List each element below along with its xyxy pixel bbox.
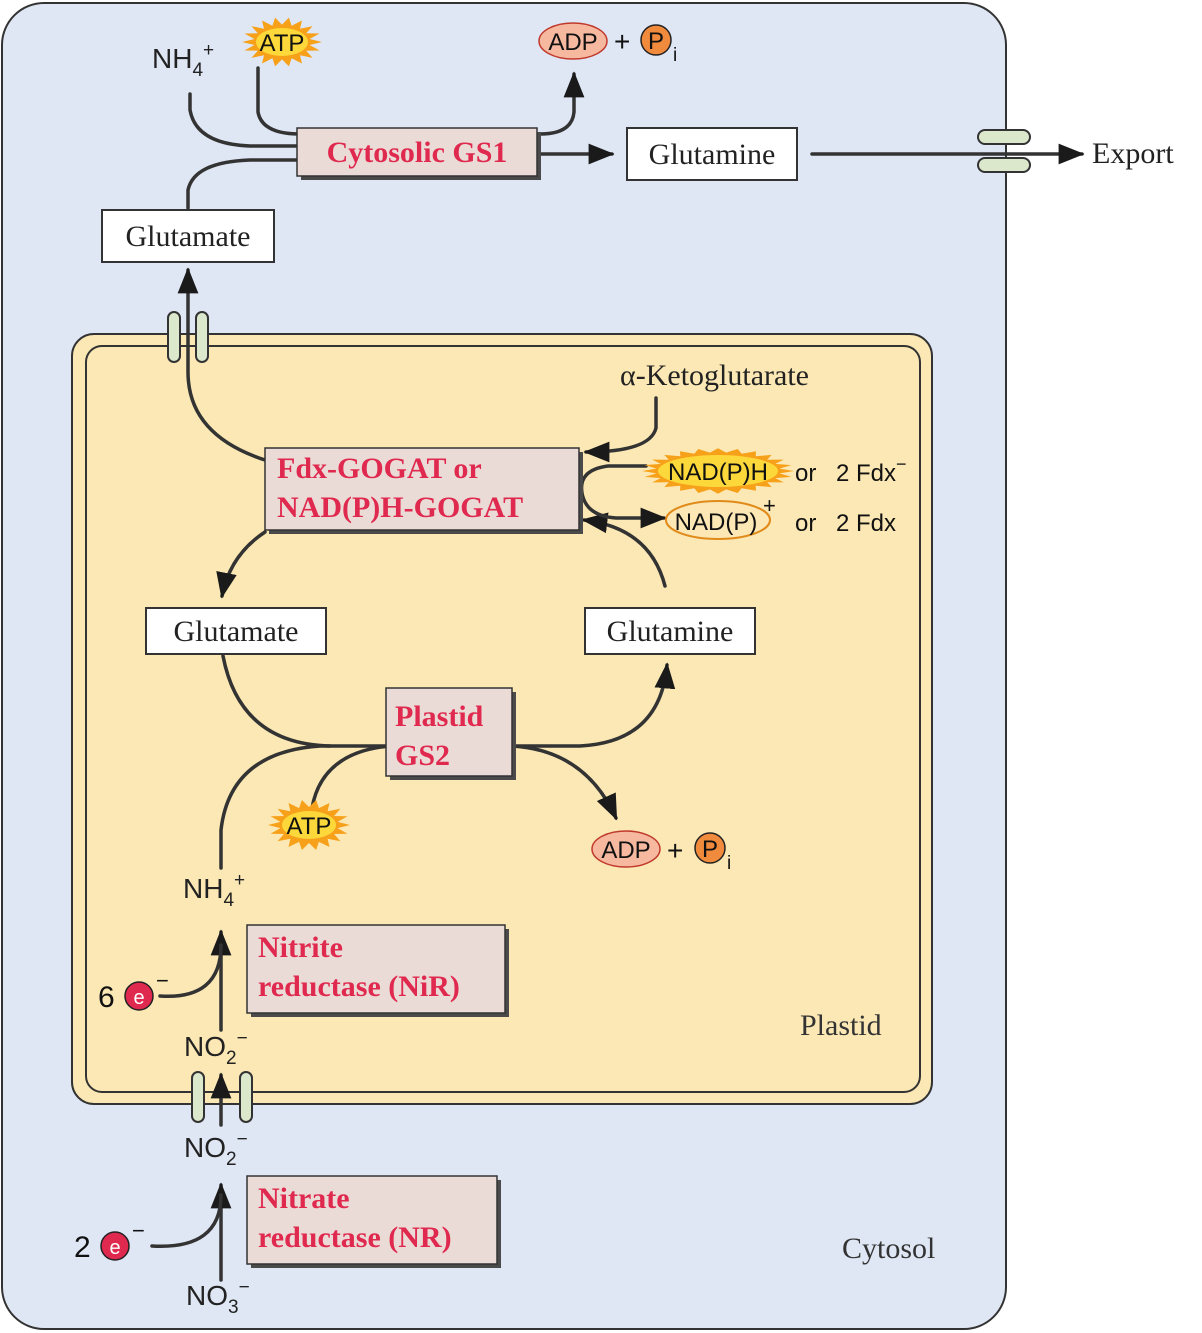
adp-plastid-label: ADP [601,837,650,864]
nh4-top-label: NH4+ [152,40,214,81]
no2-cytosol-label: NO2− [184,1129,248,1170]
phosphate-plastid-circle [694,832,726,864]
gs2-nh4-path [219,744,392,870]
nadp-bubble: NAD(P) + [665,493,776,540]
plastid-inner-membrane [85,345,921,1093]
gs2-glutamine-out [510,662,676,748]
or-label-2: or [795,510,816,537]
nh4-plastid-label: NH4+ [183,870,245,911]
transporter-export-bottom [977,157,1031,173]
glutamine-cytosol-box: Glutamine [626,127,798,181]
nadph-label: NAD(P)H [668,459,768,486]
gogat-akg-in [583,396,658,463]
gogat-label-line2: NAD(P)H-GOGAT [277,491,523,524]
glutamine-cytosol-label: Glutamine [649,138,776,171]
gogat-glutamine-in [581,512,667,588]
phosphate-top-sub: i [673,45,677,66]
no3-label: NO3− [186,1277,250,1318]
gs2-label-line1: Plastid [395,700,484,733]
fdx-oxidized-label: 2 Fdx [836,510,896,537]
electrons-nr: 2 e − [74,1218,145,1264]
nr-enzyme-box: Nitrate reductase (NR) [246,1175,501,1268]
gs2-glutamate-path [221,654,332,748]
gs2-enzyme-box: Plastid GS2 [385,687,516,780]
phosphate-top-circle [640,24,672,56]
glutamate-plastid-box: Glutamate [145,607,327,655]
adp-pi-top: ADP + P i [538,22,677,66]
adp-plastid-bubble [591,830,661,868]
gs1-label: Cytosolic GS1 [327,136,508,169]
nir-enzyme-box: Nitrite reductase (NiR) [246,924,509,1017]
plus-plastid: + [667,835,683,866]
gs1-glutamate-path [186,158,302,210]
electron-nr-icon [100,1231,130,1261]
glutamine-plastid-box: Glutamine [584,607,756,655]
gogat-enzyme-box: Fdx-GOGAT or NAD(P)H-GOGAT [264,447,583,534]
or-label-1: or [795,460,816,487]
gs2-adp-out [510,744,618,821]
nir-electron-path [158,943,223,998]
nir-label-line1: Nitrite [258,931,343,964]
gogat-label-line1: Fdx-GOGAT or [277,452,482,485]
electron-nr-sup: − [132,1218,145,1243]
transporter-nitrite-right [239,1071,253,1123]
gs1-nh4-path [188,92,302,148]
phosphate-plastid-label: P [702,836,718,863]
no2-plastid-label: NO2− [184,1028,248,1069]
atp-top-label: ATP [260,30,305,57]
electrons-nir: 6 e − [98,968,169,1014]
gogat-glutamate-out [216,530,267,599]
transporter-glutamate-right [195,311,209,363]
gs1-adp-out [538,71,585,136]
nadph-burst: NAD(P)H [642,448,794,494]
gs2-atp-path [310,744,392,810]
transporter-export-top [977,129,1031,145]
gs2-label-line2: GS2 [395,739,450,772]
adp-top-bubble [538,22,608,60]
electrons-nr-count: 2 [74,1231,91,1264]
gogat-glutamate-export [177,267,267,462]
gs1-enzyme-box: Cytosolic GS1 [296,127,541,180]
electron-nir-sup: − [156,968,169,993]
glutamate-cytosol-box: Glutamate [101,209,275,263]
atp-burst-plastid: ATP [268,800,350,850]
electrons-nir-count: 6 [98,981,115,1014]
electron-nr-symbol: e [109,1237,120,1259]
plus-top: + [614,26,630,57]
glutamine-plastid-label: Glutamine [607,615,734,648]
nadp-label: NAD(P) [675,509,758,536]
nr-label-line2: reductase (NR) [258,1221,452,1254]
adp-pi-plastid: ADP + P i [591,830,731,874]
gs1-atp-path [256,66,302,136]
transporter-glutamate-left [167,311,181,363]
atp-burst-top: ATP [242,17,322,67]
atp-plastid-label: ATP [287,813,332,840]
cytosol-label: Cytosol [842,1232,935,1265]
glutamate-plastid-label: Glutamate [174,615,299,648]
phosphate-top-label: P [648,28,664,55]
export-label: Export [1092,137,1174,170]
phosphate-plastid-sub: i [727,853,731,874]
nir-label-line2: reductase (NiR) [258,970,460,1003]
transporter-nitrite-left [191,1071,205,1123]
plastid-label: Plastid [800,1009,882,1042]
nadp-sup: + [763,493,776,518]
glutamate-cytosol-label: Glutamate [126,220,251,253]
electron-nir-symbol: e [133,987,144,1009]
electron-nir-icon [124,981,154,1011]
alpha-ketoglutarate-label: α-Ketoglutarate [620,359,809,392]
fdx-reduced-label: 2 Fdx− [836,454,907,487]
nr-label-line1: Nitrate [258,1182,350,1215]
adp-top-label: ADP [548,29,597,56]
nr-electron-path [150,1193,223,1248]
